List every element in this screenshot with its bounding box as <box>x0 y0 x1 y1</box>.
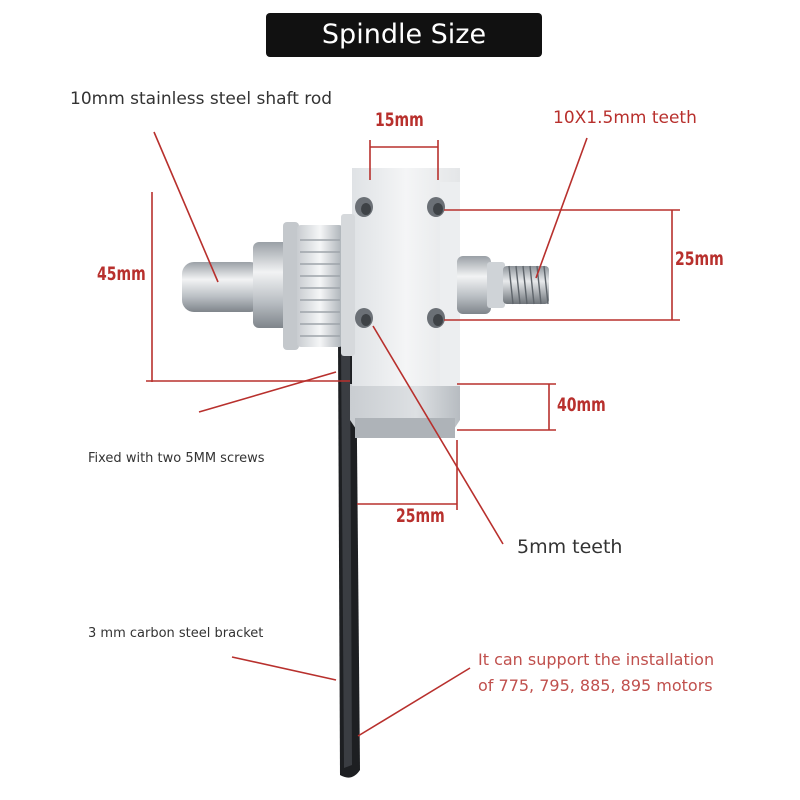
shaft-assembly <box>182 214 355 356</box>
label-teeth-10: 10X1.5mm teeth <box>553 108 697 128</box>
dimension-15mm: 15mm <box>375 109 424 131</box>
page-title: Spindle Size <box>321 19 487 50</box>
aluminum-block <box>352 168 460 386</box>
leader-lines <box>153 131 588 737</box>
dimension-40mm: 40mm <box>557 394 606 416</box>
dimension-45mm: 45mm <box>97 263 146 285</box>
label-motors-line2: of 775, 795, 885, 895 motors <box>478 676 713 695</box>
label-bracket: 3 mm carbon steel bracket <box>88 626 264 641</box>
dimension-25mm-bottom: 25mm <box>396 505 445 527</box>
carbon-steel-bracket <box>338 336 360 778</box>
title-banner: Spindle Size <box>266 13 542 57</box>
label-screws: Fixed with two 5MM screws <box>88 451 265 466</box>
label-shaft-rod: 10mm stainless steel shaft rod <box>70 89 333 109</box>
dimension-lines <box>146 140 680 510</box>
label-teeth-5: 5mm teeth <box>517 536 623 558</box>
threaded-shaft <box>457 256 549 314</box>
dimension-25mm-right: 25mm <box>675 248 724 270</box>
label-motors-line1: It can support the installation <box>478 650 715 669</box>
aluminum-base <box>350 384 460 438</box>
